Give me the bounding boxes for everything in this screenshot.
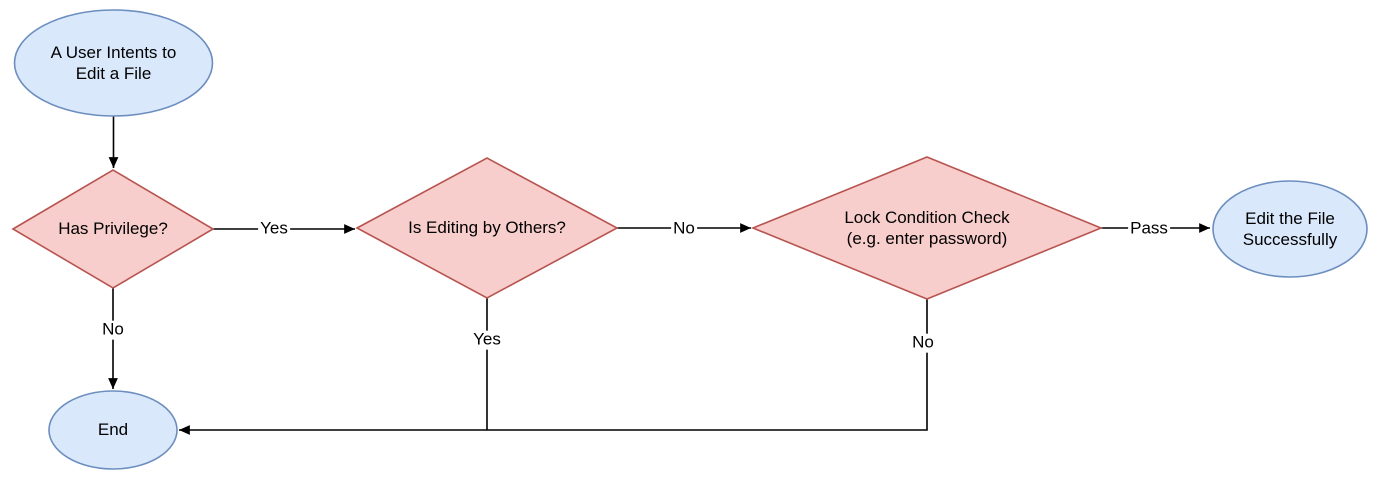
node-is-editing-by-others-label: Is Editing by Others?	[408, 218, 566, 238]
node-edit-success-label: Edit the File Successfully	[1242, 208, 1338, 249]
edge-label-privilege-yes: Yes	[258, 218, 290, 239]
node-start-shape	[13, 9, 214, 117]
edge-label-editing-yes: Yes	[471, 329, 503, 350]
edge-label-privilege-no: No	[100, 319, 126, 340]
edge-lock-no	[179, 299, 928, 435]
node-lock-condition-check-label: Lock Condition Check (e.g. enter passwor…	[844, 207, 1010, 248]
node-has-privilege-shape	[11, 169, 215, 289]
edge-label-lock-pass: Pass	[1128, 218, 1170, 239]
edge-label-lock-no: No	[910, 332, 936, 353]
edge-label-editing-no: No	[671, 218, 697, 239]
node-lock-condition-check-shape	[750, 156, 1104, 300]
node-is-editing-by-others-shape	[355, 157, 619, 299]
node-start-label: A User Intents to Edit a File	[50, 42, 177, 83]
node-edit-success-shape	[1212, 180, 1368, 278]
node-end-label: End	[97, 420, 129, 440]
node-end-shape	[48, 390, 178, 470]
node-has-privilege-label: Has Privilege?	[58, 219, 168, 239]
